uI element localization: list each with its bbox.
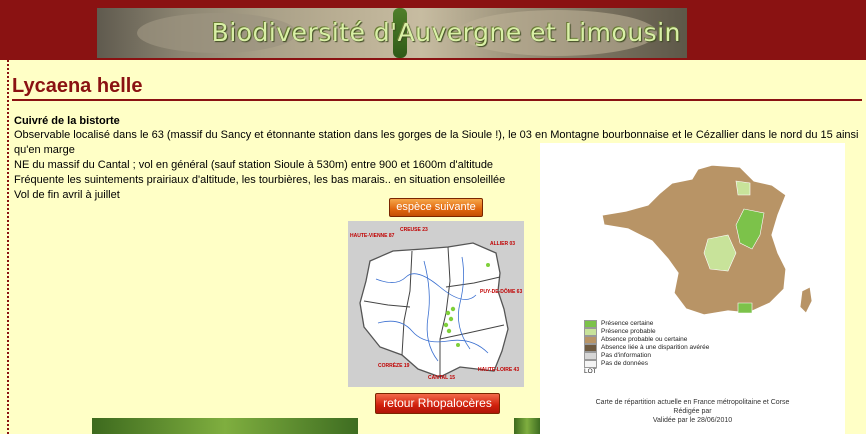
dept-border xyxy=(363,300,411,308)
banner-rock-shape xyxy=(457,10,657,56)
description-line: NE du massif du Cantal ; vol en général … xyxy=(14,159,494,171)
legend-label: Présence probable xyxy=(601,328,656,335)
next-species-button[interactable]: espèce suivante xyxy=(389,198,483,217)
caption-line: Carte de répartition actuelle en France … xyxy=(595,399,790,406)
caption-line: Validée par le 28/06/2010 xyxy=(652,417,733,424)
river xyxy=(423,260,439,362)
dept-label: HAUTE-VIENNE 87 xyxy=(350,233,395,239)
description-line: Vol de fin avril à juillet xyxy=(14,189,120,201)
dept-border xyxy=(439,324,505,340)
species-photo xyxy=(514,418,540,434)
presence-zone xyxy=(737,302,753,314)
legend-item: Présence certaine xyxy=(584,320,709,328)
species-description: Observable localisé dans le 63 (massif d… xyxy=(14,128,862,203)
legend-label: Présence certaine xyxy=(601,320,654,327)
legend-label: Absence liée à une disparition avérée xyxy=(601,344,710,351)
france-distribution-map: Présence certaine Présence probable Abse… xyxy=(540,143,845,434)
presence-zone xyxy=(735,208,765,250)
observation-point xyxy=(450,306,456,312)
species-photo xyxy=(92,418,358,434)
legend-item: Présence probable xyxy=(584,328,709,336)
legend-item: Absence liée à une disparition avérée xyxy=(584,344,709,352)
dept-label: CANTAL 15 xyxy=(428,375,455,381)
map-legend: Présence certaine Présence probable Abse… xyxy=(584,320,709,376)
dept-border xyxy=(445,276,501,288)
presence-zone xyxy=(735,180,751,196)
observation-point xyxy=(448,316,454,322)
dept-border xyxy=(401,250,413,356)
legend-item: Pas d'information xyxy=(584,352,709,360)
description-line: Fréquente les suintements prairiaux d'al… xyxy=(14,174,506,186)
observation-point xyxy=(445,310,451,316)
site-banner[interactable]: Biodiversité d'Auvergne et Limousin xyxy=(97,8,687,58)
france-outline xyxy=(601,164,787,316)
dept-label: HAUTE-LOIRE 43 xyxy=(478,367,519,373)
back-rhopaloceres-button[interactable]: retour Rhopalocères xyxy=(375,393,500,414)
description-line: Observable localisé dans le 63 (massif d… xyxy=(14,129,859,156)
observation-point xyxy=(456,343,460,347)
legend-swatch xyxy=(584,352,597,360)
france-map-svg xyxy=(601,164,813,316)
region-outline xyxy=(359,242,509,378)
regional-map-svg: HAUTE-VIENNE 87 CREUSE 23 ALLIER 03 PUY-… xyxy=(350,227,522,381)
legend-swatch xyxy=(584,328,597,336)
presence-zone xyxy=(703,234,737,272)
river xyxy=(457,256,471,350)
dotted-left-border xyxy=(7,60,9,434)
dept-label: PUY-DE-DÔME 63 xyxy=(480,287,522,295)
river xyxy=(377,320,489,354)
regional-map: HAUTE-VIENNE 87 CREUSE 23 ALLIER 03 PUY-… xyxy=(348,221,524,387)
observation-point xyxy=(486,263,490,267)
corsica xyxy=(799,286,813,314)
legend-label: Pas d'information xyxy=(601,352,652,359)
legend-swatch xyxy=(584,336,597,344)
legend-swatch xyxy=(584,344,597,352)
legend-label: Absence probable ou certaine xyxy=(601,336,688,343)
legend-item: Absence probable ou certaine xyxy=(584,336,709,344)
title-divider xyxy=(12,99,862,101)
dept-label: CORRÈZE 19 xyxy=(378,361,410,369)
dept-label: ALLIER 03 xyxy=(490,241,515,247)
legend-footer: LOT xyxy=(584,368,597,375)
legend-item: Pas de données xyxy=(584,360,709,368)
legend-swatch xyxy=(584,320,597,328)
common-name: Cuivré de la bistorte xyxy=(14,115,120,127)
map-caption: Carte de répartition actuelle en France … xyxy=(540,398,845,425)
banner-title: Biodiversité d'Auvergne et Limousin xyxy=(211,18,681,47)
species-title: Lycaena helle xyxy=(12,75,143,97)
banner-rock-shape xyxy=(137,13,297,53)
dept-label: CREUSE 23 xyxy=(400,227,428,233)
legend-label: Pas de données xyxy=(601,360,648,367)
caption-line: Rédigée par xyxy=(673,408,712,415)
observation-point xyxy=(446,328,452,334)
legend-swatch xyxy=(584,360,597,368)
banner-plant-shape xyxy=(393,8,407,58)
observation-point xyxy=(443,322,449,328)
